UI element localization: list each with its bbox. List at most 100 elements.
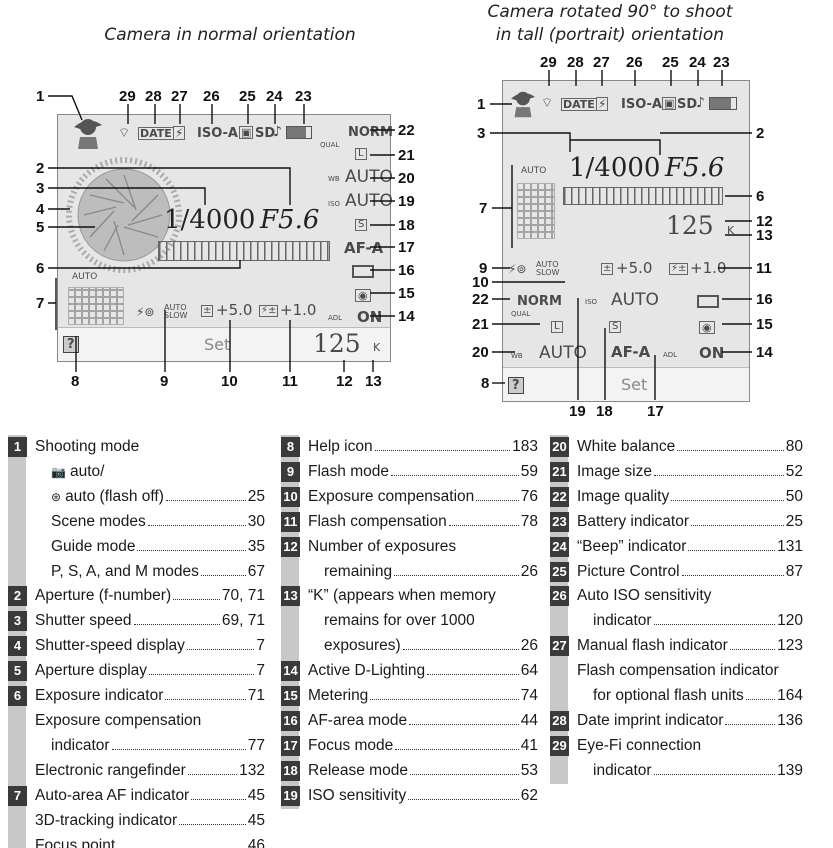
leader-dots bbox=[165, 499, 246, 501]
callout-r-20: 20 bbox=[472, 344, 489, 361]
legend-number-badge: 5 bbox=[8, 661, 27, 682]
battery-icon-portrait bbox=[709, 97, 737, 110]
iso-sensitivity-value: AUTO bbox=[345, 191, 393, 211]
callout-r-16: 16 bbox=[756, 291, 773, 308]
callout-r-28: 28 bbox=[567, 54, 584, 71]
iso-sensitivity-value-portrait: AUTO bbox=[611, 290, 659, 310]
legend-page-ref: 71 bbox=[247, 687, 265, 705]
leader-dots bbox=[374, 450, 511, 451]
manual-flash-icon: ⚡ bbox=[173, 126, 186, 140]
shooting-mode-icon-portrait bbox=[511, 91, 535, 118]
help-icon-portrait[interactable]: ? bbox=[508, 377, 524, 394]
legend-number-badge: 1 bbox=[8, 437, 27, 457]
callout-r-19: 19 bbox=[569, 403, 586, 420]
legend-label: Electronic rangefinder bbox=[35, 761, 186, 779]
leader-dots bbox=[165, 699, 246, 701]
legend-number-badge: 23 bbox=[550, 511, 569, 532]
legend-page-ref: 132 bbox=[239, 761, 265, 779]
callout-4: 4 bbox=[36, 201, 45, 218]
legend-label: Exposure compensation bbox=[308, 487, 475, 505]
legend-label: exposures) bbox=[324, 637, 401, 655]
legend-page-ref: 183 bbox=[512, 438, 538, 455]
leader-dots bbox=[677, 450, 784, 451]
legend-label: Picture Control bbox=[577, 562, 680, 580]
legend-page-ref: 136 bbox=[777, 711, 803, 729]
legend-page-ref: 64 bbox=[520, 662, 538, 680]
legend-label: Auto ISO sensitivity bbox=[577, 587, 712, 605]
callout-12: 12 bbox=[336, 373, 353, 390]
legend-label: auto (flash off) bbox=[65, 487, 164, 505]
exposure-comp-value: +5.0 bbox=[216, 301, 253, 319]
legend-number-badge: 10 bbox=[281, 486, 300, 507]
manual-flash-icon-portrait: ⚡ bbox=[596, 97, 609, 111]
legend-page-ref: 46 bbox=[247, 836, 265, 848]
leader-dots bbox=[147, 524, 246, 526]
legend-page-ref: 69, 71 bbox=[221, 612, 265, 630]
legend-label: remaining bbox=[324, 562, 393, 580]
legend-number-badge: 8 bbox=[281, 437, 300, 457]
legend-label: Aperture (f-number) bbox=[35, 587, 172, 605]
callout-20: 20 bbox=[398, 170, 415, 187]
callout-3: 3 bbox=[36, 180, 45, 197]
legend-label: Manual flash indicator bbox=[577, 637, 728, 655]
legend-label: White balance bbox=[577, 438, 676, 455]
aperture-value: F5.6 bbox=[260, 205, 320, 235]
wb-label-portrait: WB bbox=[511, 352, 523, 360]
exposure-comp-icon: ± bbox=[201, 305, 214, 317]
legend-page-ref: 78 bbox=[520, 512, 538, 530]
legend-page-ref: 41 bbox=[520, 736, 538, 754]
legend-number-badge: 14 bbox=[281, 661, 300, 682]
legend-number-badge: 6 bbox=[8, 686, 27, 707]
flash-mode-value: AUTO SLOW bbox=[164, 303, 188, 320]
legend-label: Metering bbox=[308, 687, 369, 705]
callout-1: 1 bbox=[36, 88, 45, 105]
legend-label: Eye-Fi connection bbox=[577, 736, 702, 754]
legend-label: 3D-tracking indicator bbox=[35, 811, 178, 829]
leader-dots bbox=[688, 549, 776, 551]
legend-page-ref: 77 bbox=[247, 736, 265, 754]
release-mode-icon: S bbox=[355, 219, 368, 231]
date-imprint-indicator-portrait: DATE bbox=[561, 98, 597, 111]
legend-label: Guide mode bbox=[51, 537, 136, 555]
help-icon[interactable]: ? bbox=[63, 336, 79, 353]
callout-r-11: 11 bbox=[756, 260, 772, 277]
callout-7: 7 bbox=[36, 295, 45, 312]
adl-label-portrait: ADL bbox=[663, 351, 678, 359]
leader-dots bbox=[427, 674, 519, 676]
active-d-lighting-value: ON bbox=[357, 308, 383, 326]
legend-label: Shooting mode bbox=[35, 438, 140, 455]
callout-13: 13 bbox=[365, 373, 382, 390]
callout-29: 29 bbox=[119, 88, 136, 105]
beep-icon: ♪ bbox=[273, 124, 282, 140]
callout-23: 23 bbox=[295, 88, 312, 105]
qual-label: QUAL bbox=[320, 141, 340, 149]
callout-28: 28 bbox=[145, 88, 162, 105]
leader-dots bbox=[681, 574, 784, 576]
legend-number-badge: 24 bbox=[550, 536, 569, 557]
leader-dots bbox=[173, 599, 220, 601]
legend-label: indicator bbox=[51, 736, 110, 754]
flash-comp-value-portrait: +1.0 bbox=[690, 259, 727, 277]
callout-10: 10 bbox=[221, 373, 238, 390]
legend-page-ref: 26 bbox=[520, 637, 538, 655]
focus-mode-value: AF-A bbox=[344, 239, 384, 257]
legend-number-badge: 16 bbox=[281, 710, 300, 731]
leader-dots bbox=[133, 624, 220, 626]
display-bottom-bar bbox=[58, 327, 390, 361]
leader-dots bbox=[653, 624, 776, 626]
eye-fi-icon: ⌔ bbox=[118, 126, 131, 141]
leader-dots bbox=[186, 649, 255, 651]
legend-label: Shutter speed bbox=[35, 612, 132, 630]
legend-label: Auto-area AF indicator bbox=[35, 786, 190, 804]
